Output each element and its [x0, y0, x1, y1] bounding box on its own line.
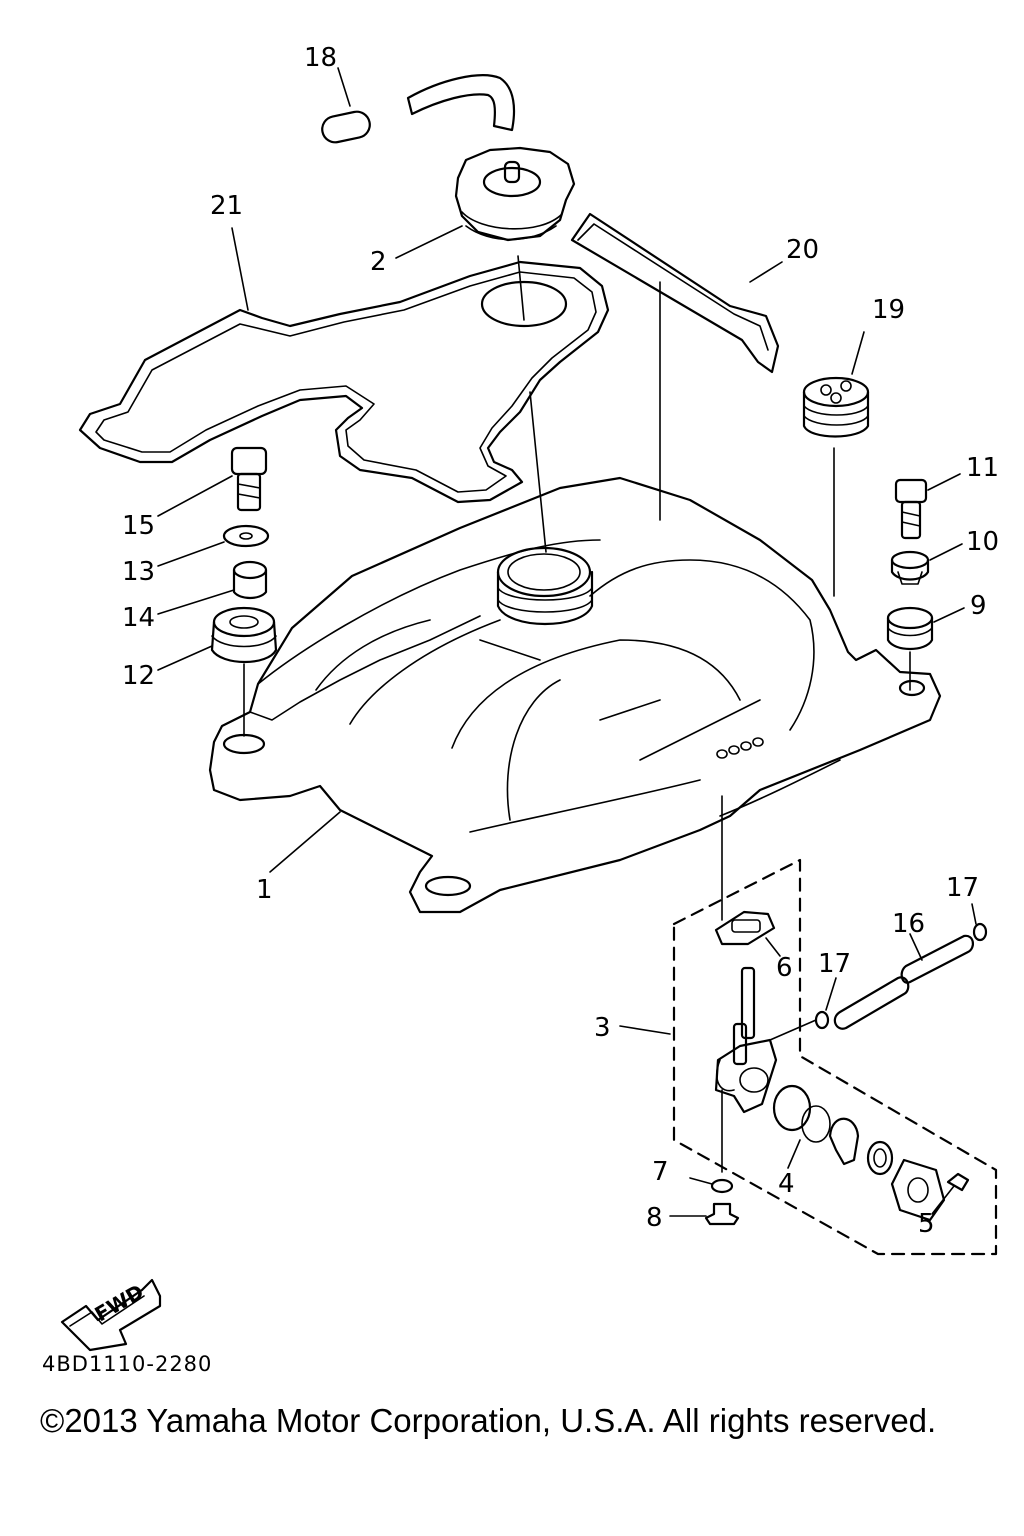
bolt-15: [157, 446, 268, 517]
fuel-hose-16: [833, 933, 974, 1030]
callout-10: 10: [966, 527, 999, 557]
callout-16: 16: [892, 909, 925, 939]
vent-hose: [321, 67, 516, 144]
collar-14: [157, 560, 268, 615]
fuel-cap: [395, 146, 576, 259]
callout-11: 11: [966, 453, 999, 483]
callout-9: 9: [970, 591, 987, 621]
callout-21: 21: [210, 191, 243, 221]
screw-8: [669, 1202, 740, 1226]
lever-parts-4: [772, 1084, 894, 1176]
fuel-tank: [208, 255, 942, 914]
callout-15: 15: [122, 511, 155, 541]
bolt-11: [894, 473, 961, 540]
callout-12: 12: [122, 661, 155, 691]
damper-12: [157, 606, 278, 737]
fwd-arrow-icon: FWD: [60, 1278, 162, 1352]
grommet-9: [886, 606, 965, 691]
callout-18: 18: [304, 43, 337, 73]
collar-10: [890, 543, 963, 585]
fuel-cock-assembly: [619, 795, 998, 1256]
callout-14: 14: [122, 603, 155, 633]
fuel-cock: [714, 966, 778, 1173]
callout-17-top: 17: [946, 873, 979, 903]
callout-13: 13: [122, 557, 155, 587]
callout-19: 19: [872, 295, 905, 325]
copyright-notice: ©2013 Yamaha Motor Corporation, U.S.A. A…: [40, 1402, 937, 1439]
o-ring-7: [689, 1177, 734, 1194]
protector-strip: [570, 212, 783, 521]
callout-7: 7: [652, 1157, 669, 1187]
drawing-code: 4BD1110-2280: [42, 1352, 213, 1376]
heat-protector-sheet: [78, 227, 610, 504]
plate-5: [890, 1158, 970, 1222]
callout-8: 8: [646, 1203, 663, 1233]
callout-2: 2: [370, 247, 387, 277]
callout-5: 5: [918, 1209, 935, 1239]
callout-6: 6: [776, 953, 793, 983]
washer-13: [157, 524, 270, 567]
hose-clip-17: [769, 903, 988, 1041]
callout-4: 4: [778, 1169, 795, 1199]
damper-19: [802, 331, 870, 597]
callout-3: 3: [594, 1013, 611, 1043]
callout-17-bottom: 17: [818, 949, 851, 979]
callout-1: 1: [256, 875, 273, 905]
callout-20: 20: [786, 235, 819, 265]
gasket-6: [714, 910, 781, 957]
